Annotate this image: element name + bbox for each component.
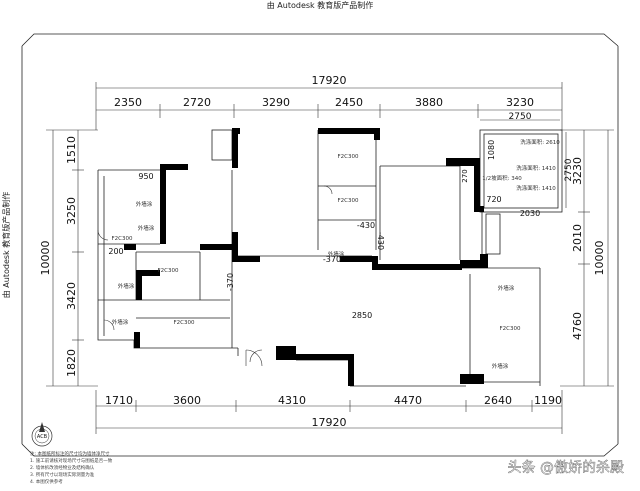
right-inner-dim: 2750 <box>564 158 574 181</box>
brand-watermark: 头条 @傲娇的杀殿 <box>508 459 624 476</box>
top-dim-2: 2720 <box>183 96 211 109</box>
bottom-dimension-chain <box>95 390 563 434</box>
room-label: 外墙涂 <box>118 282 135 290</box>
room-label: F2C300 <box>337 154 359 160</box>
compass-label: ACB <box>37 434 48 440</box>
ceiling-height: 2850 <box>352 311 372 320</box>
room-label: 1/2坡面积: 340 <box>482 174 522 182</box>
annot-720: 720 <box>486 195 501 204</box>
left-dimension-chain <box>46 129 98 387</box>
left-dim-3: 3420 <box>65 282 78 310</box>
note-line: 4. 本图仅供参考 <box>30 478 63 485</box>
annot-200: 200 <box>108 247 123 256</box>
annot-950: 950 <box>138 172 153 181</box>
right-dim-2: 2010 <box>571 224 584 252</box>
bottom-dim-5: 2640 <box>484 394 512 407</box>
right-dim-3: 4760 <box>571 312 584 340</box>
annot-2030: 2030 <box>520 209 540 218</box>
right-dimension-chain <box>560 129 614 387</box>
annot-270: 270 <box>461 169 469 182</box>
right-total-dim: 10000 <box>593 241 606 276</box>
annot-minus-430-vertical: -430 <box>376 232 385 250</box>
left-total-dim: 10000 <box>39 241 52 276</box>
room-label: 外墙涂 <box>136 200 153 208</box>
top-total-dim: 17920 <box>312 74 347 87</box>
right-dim-1: 3230 <box>571 157 584 185</box>
top-dim-1: 2350 <box>114 96 142 109</box>
annot-minus-430: -430 <box>357 221 375 230</box>
top-dimension-chain <box>95 82 563 130</box>
room-label: F2C300 <box>499 326 521 332</box>
room-label: F2C300 <box>173 320 195 326</box>
sheet-border <box>21 33 619 457</box>
bottom-dim-1: 1710 <box>105 394 133 407</box>
top-sub-dim: 2750 <box>509 112 532 122</box>
annot-1080: 1080 <box>487 140 496 160</box>
left-watermark: 由 Autodesk 教育版产品制作 <box>1 192 11 298</box>
room-label: F2C300 <box>337 198 359 204</box>
top-dim-5: 3880 <box>415 96 443 109</box>
note-line: 3. 所有尺寸以现场实际测量为准 <box>30 471 95 478</box>
left-dim-1: 1510 <box>65 136 78 164</box>
bottom-dim-4: 4470 <box>394 394 422 407</box>
room-label: 外墙涂 <box>328 250 345 258</box>
top-dim-6: 3230 <box>506 96 534 109</box>
room-label: 外墙涂 <box>138 224 155 232</box>
top-dim-3: 3290 <box>262 96 290 109</box>
bottom-dim-3: 4310 <box>278 394 306 407</box>
room-label: F2C300 <box>157 268 179 274</box>
door-swings <box>97 185 333 367</box>
bottom-dim-6: 1190 <box>534 394 562 407</box>
room-label: 外墙涂 <box>112 318 129 326</box>
left-dim-4: 1820 <box>65 349 78 377</box>
room-label: F2C300 <box>111 236 133 242</box>
note-line: 1. 施工前请核对现场尺寸与图纸是否一致 <box>30 457 113 464</box>
room-label: 洗涤面积: 1410 <box>516 184 556 192</box>
annot-minus-370: -370 <box>323 255 341 264</box>
thick-walls <box>124 128 488 386</box>
top-dim-4: 2450 <box>335 96 363 109</box>
left-dim-2: 3250 <box>65 197 78 225</box>
north-compass-icon <box>31 422 53 447</box>
room-label: 外墙涂 <box>492 362 509 370</box>
note-line: 2. 墙体拆改须经物业及结构确认 <box>30 464 95 471</box>
room-label: 外墙涂 <box>498 284 515 292</box>
top-watermark: 由 Autodesk 教育版产品制作 <box>267 0 373 10</box>
room-label: 洗涤面积: 1410 <box>516 164 556 172</box>
annot-minus-370-vertical: -370 <box>226 273 235 291</box>
room-label: 洗涤面积: 2610 <box>520 138 560 146</box>
bottom-total-dim: 17920 <box>312 416 347 429</box>
note-line: 注: 本图纸所标注的尺寸均为墙体净尺寸 <box>30 450 110 457</box>
bottom-dim-2: 3600 <box>173 394 201 407</box>
